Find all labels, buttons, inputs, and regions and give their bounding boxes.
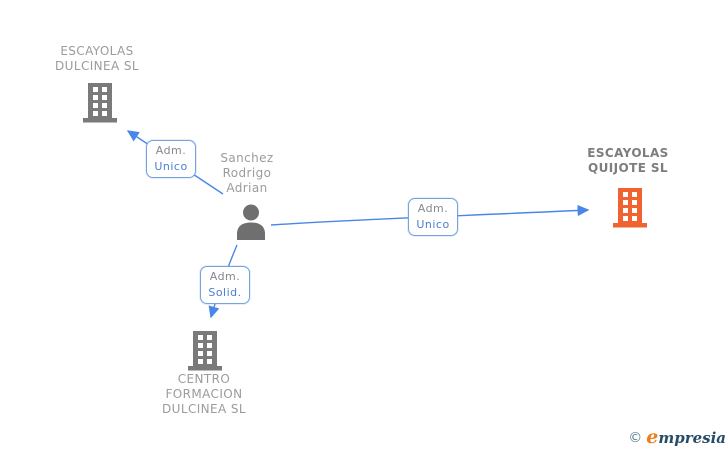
company-name-line: QUIJOTE SL: [588, 161, 668, 175]
relationship-label-line: Adm.: [417, 202, 449, 215]
relationship-label-adm-unico-dulcinea: Adm. Unico: [146, 140, 196, 178]
person-name[interactable]: Sanchez Rodrigo Adrian: [167, 151, 327, 196]
copyright-symbol: ©: [628, 430, 643, 446]
building-icon-escayolas-dulcinea[interactable]: [82, 81, 118, 127]
company-name-escayolas-dulcinea[interactable]: ESCAYOLAS DULCINEA SL: [17, 44, 177, 74]
company-name-line: ESCAYOLAS: [587, 146, 669, 160]
relationship-label-line: Solid.: [208, 286, 242, 299]
company-name-centro-formacion[interactable]: CENTRO FORMACION DULCINEA SL: [124, 372, 284, 417]
empresia-logo[interactable]: ©empresia: [628, 426, 726, 448]
relationship-label-line: Unico: [154, 160, 188, 173]
building-icon-centro-formacion[interactable]: [187, 329, 223, 375]
relationship-label-adm-unico-quijote: Adm. Unico: [408, 198, 458, 236]
relationship-label-line: Adm.: [155, 144, 187, 157]
building-icon-escayolas-quijote[interactable]: [612, 186, 648, 232]
person-icon[interactable]: [234, 204, 268, 244]
person-name-line: Rodrigo: [222, 166, 272, 180]
relationship-label-line: Adm.: [209, 270, 241, 283]
relationship-label-line: Unico: [416, 218, 450, 231]
company-name-escayolas-quijote[interactable]: ESCAYOLAS QUIJOTE SL: [548, 146, 708, 176]
person-name-line: Adrian: [226, 181, 268, 195]
brand-name: mpresia: [658, 429, 726, 447]
person-name-line: Sanchez: [220, 151, 274, 165]
company-name-line: FORMACION: [165, 387, 243, 401]
company-name-line: ESCAYOLAS: [60, 44, 134, 58]
brand-initial: e: [646, 426, 659, 448]
company-name-line: DULCINEA SL: [162, 402, 246, 416]
relationship-label-adm-solid-centro: Adm. Solid.: [200, 266, 250, 304]
company-name-line: CENTRO: [177, 372, 231, 386]
company-name-line: DULCINEA SL: [55, 59, 139, 73]
